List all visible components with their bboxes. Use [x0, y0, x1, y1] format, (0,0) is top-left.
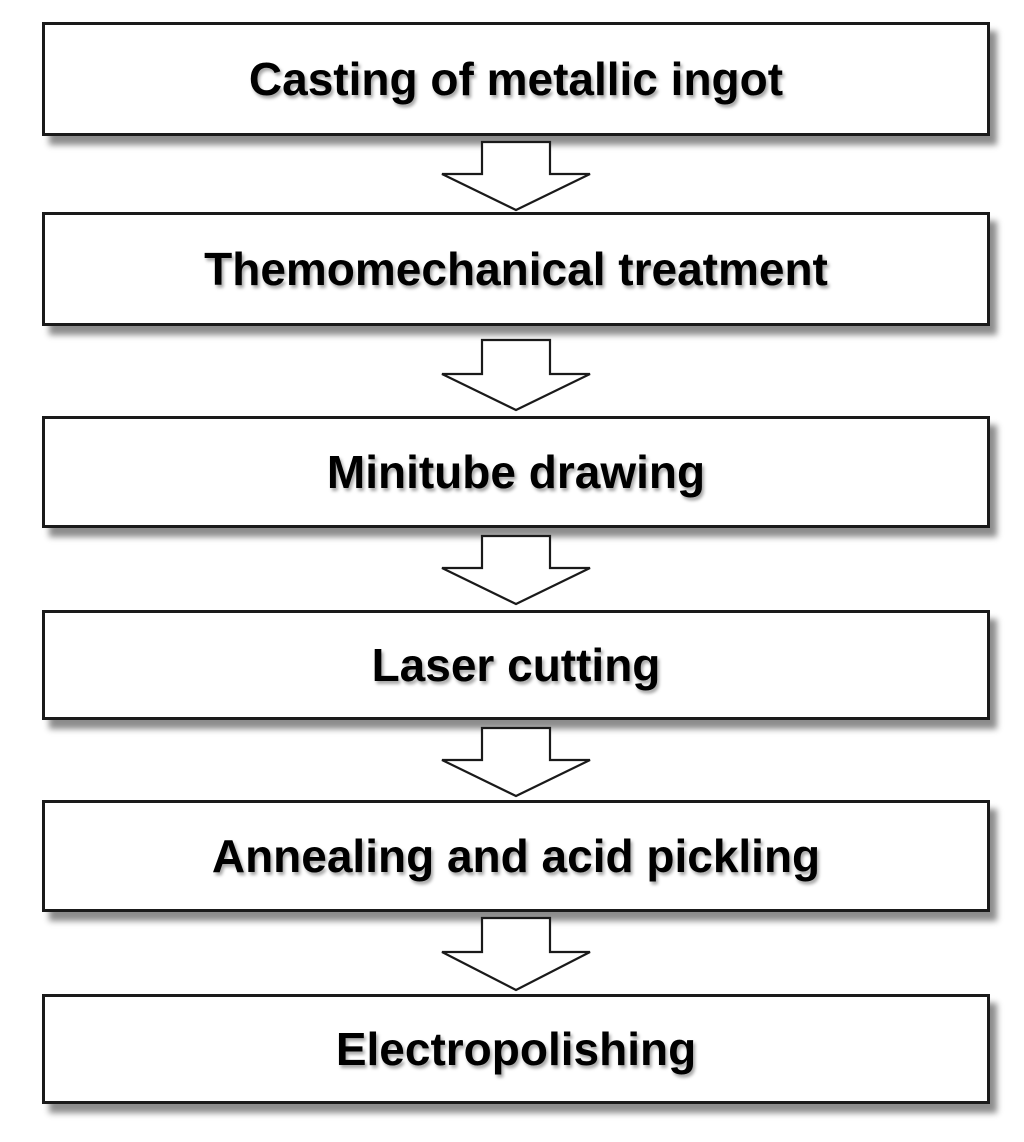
step-laser-cutting-box: Laser cutting [42, 610, 990, 720]
down-arrow-3 [441, 534, 591, 606]
step-laser-cutting-label: Laser cutting [371, 639, 661, 691]
step-electropolishing-label: Electropolishing [335, 1023, 697, 1075]
step-minitube-drawing-box: Minitube drawing [42, 416, 990, 528]
step-annealing-pickling-label: Annealing and acid pickling [211, 830, 821, 882]
step-minitube-drawing-label: Minitube drawing [326, 446, 706, 498]
step-annealing-pickling-box: Annealing and acid pickling [42, 800, 990, 912]
down-arrow-2 [441, 338, 591, 412]
down-arrow-4 [441, 726, 591, 798]
step-thermomechanical-label: Themomechanical treatment [204, 243, 828, 295]
step-casting-label: Casting of metallic ingot [248, 53, 784, 105]
step-electropolishing-box: Electropolishing [42, 994, 990, 1104]
step-thermomechanical-box: Themomechanical treatment [42, 212, 990, 326]
down-arrow-5 [441, 916, 591, 992]
step-casting-box: Casting of metallic ingot [42, 22, 990, 136]
down-arrow-1 [441, 140, 591, 212]
